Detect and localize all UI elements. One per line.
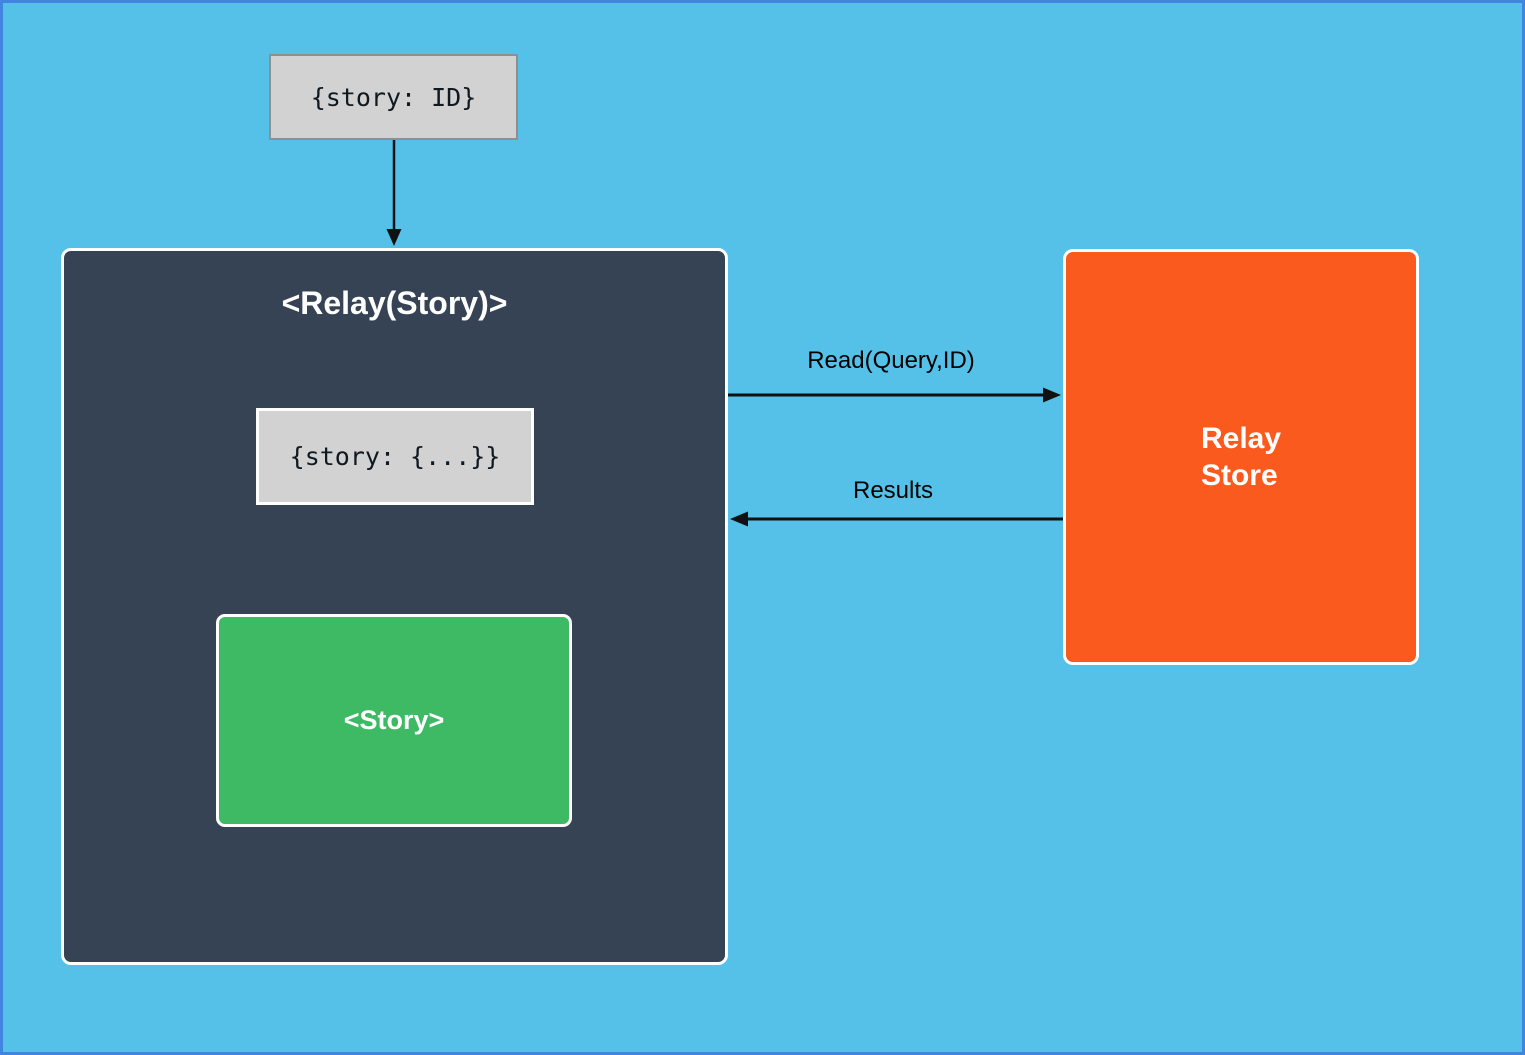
edge-props-to-relay-arrow-down-icon <box>386 140 402 246</box>
node-story-label: <Story> <box>343 705 445 735</box>
node-relay-container: <Relay(Story)> {story: {...}} <Story> <box>61 248 728 965</box>
node-inner-props: {story: {...}} <box>256 408 534 505</box>
node-props-input-label: {story: ID} <box>310 82 477 112</box>
node-relay-store-label: Relay Store <box>1200 422 1282 492</box>
node-relay-store: Relay Store <box>1063 249 1419 665</box>
node-relay-container-title: <Relay(Story)> <box>281 285 508 321</box>
node-props-input: {story: ID} <box>269 54 518 140</box>
edge-label-read: Read(Query,ID) <box>807 347 975 374</box>
node-story: <Story> <box>216 614 572 827</box>
edge-read-arrow-right-icon <box>728 387 1061 403</box>
edge-label-results: Results <box>852 477 934 504</box>
edge-results-arrow-left-icon <box>730 511 1063 527</box>
node-inner-props-label: {story: {...}} <box>289 442 501 471</box>
